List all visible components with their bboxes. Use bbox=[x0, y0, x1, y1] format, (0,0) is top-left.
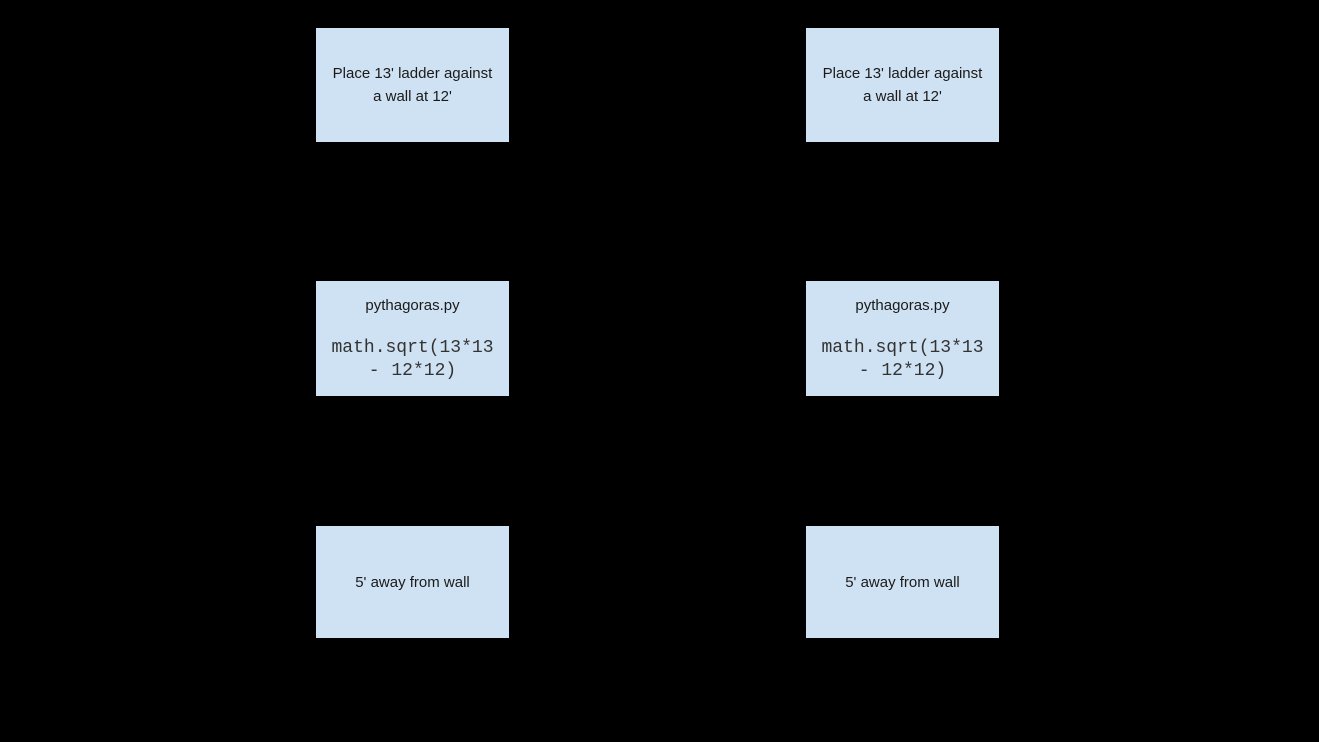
box-away-from-wall-right: 5' away from wall bbox=[806, 526, 999, 638]
file-title: pythagoras.py bbox=[855, 297, 950, 314]
box-away-from-wall-left: 5' away from wall bbox=[316, 526, 509, 638]
code-snippet: math.sqrt(13*13 - 12*12) bbox=[331, 338, 494, 381]
code-snippet: math.sqrt(13*13 - 12*12) bbox=[821, 338, 984, 381]
box-label: Place 13' ladder against a wall at 12' bbox=[822, 65, 983, 105]
box-pythagoras-left: pythagoras.py math.sqrt(13*13 - 12*12) bbox=[316, 281, 509, 396]
file-title: pythagoras.py bbox=[365, 297, 460, 314]
box-label: 5' away from wall bbox=[845, 573, 960, 591]
box-pythagoras-right: pythagoras.py math.sqrt(13*13 - 12*12) bbox=[806, 281, 999, 396]
box-place-ladder-left: Place 13' ladder against a wall at 12' bbox=[316, 28, 509, 142]
box-place-ladder-right: Place 13' ladder against a wall at 12' bbox=[806, 28, 999, 142]
box-label: Place 13' ladder against a wall at 12' bbox=[332, 65, 493, 105]
box-label: 5' away from wall bbox=[355, 573, 470, 591]
